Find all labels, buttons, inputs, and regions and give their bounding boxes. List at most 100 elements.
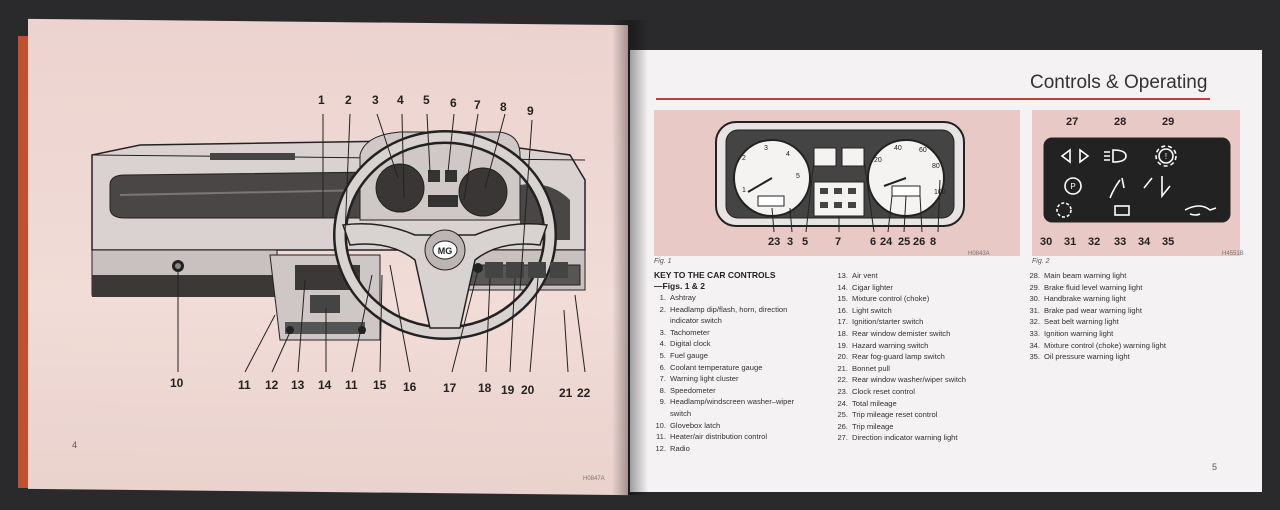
fig1-callout-25: 25 xyxy=(898,236,911,248)
svg-text:5: 5 xyxy=(796,173,800,180)
callout-13: 13 xyxy=(291,378,305,392)
title-rule xyxy=(656,98,1210,100)
fig1-callout-5: 5 xyxy=(802,236,809,248)
svg-text:1: 1 xyxy=(742,187,746,194)
callout-4: 4 xyxy=(397,93,404,107)
key-item: 10.Glovebox latch xyxy=(655,420,721,430)
key-item: 25.Trip mileage reset control xyxy=(837,410,938,420)
fig2-caption: Fig. 2 xyxy=(1032,258,1050,265)
left-figure-code: H0847A xyxy=(583,476,605,482)
key-item: 12.Radio xyxy=(655,443,690,453)
key-item: 5.Fuel gauge xyxy=(659,350,708,360)
callout-15: 15 xyxy=(373,378,387,392)
callout-16: 16 xyxy=(403,380,417,394)
key-item: 2.Headlamp dip/flash, horn, direction xyxy=(659,304,788,314)
key-subtitle: —Figs. 1 & 2 xyxy=(654,281,706,291)
callout-17: 17 xyxy=(443,381,457,395)
left-page-number: 4 xyxy=(72,440,78,450)
fig2-callout-33: 33 xyxy=(1114,236,1127,248)
fig1-callout-8: 8 xyxy=(930,236,937,248)
key-title: KEY TO THE CAR CONTROLS xyxy=(654,270,776,280)
key-item: 7.Warning light cluster xyxy=(659,374,739,384)
svg-text:!: ! xyxy=(1165,152,1167,161)
key-item: 26.Trip mileage xyxy=(837,421,894,431)
callout-19: 19 xyxy=(501,383,515,397)
callout-11a: 11 xyxy=(238,378,251,392)
fig2-callout-34: 34 xyxy=(1138,236,1151,248)
fig2-callout-30: 30 xyxy=(1040,236,1053,248)
key-item: 20.Rear fog-guard lamp switch xyxy=(837,352,945,362)
fig1-caption: Fig. 1 xyxy=(654,258,672,265)
key-item: 6.Coolant temperature gauge xyxy=(659,362,763,372)
callout-7: 7 xyxy=(474,98,481,112)
fig2-callout-31: 31 xyxy=(1064,236,1077,248)
fig1-callout-6: 6 xyxy=(870,236,877,248)
key-item: 16.Light switch xyxy=(837,305,892,315)
warning-lights-illustration: P ! xyxy=(1043,137,1231,223)
key-item: 34.Mixture control (choke) warning light xyxy=(1029,340,1166,350)
callout-21: 21 xyxy=(559,386,573,400)
fig2-callout-28: 28 xyxy=(1114,116,1127,128)
key-item: 17.Ignition/starter switch xyxy=(837,317,924,327)
callout-11b: 11 xyxy=(345,378,358,392)
key-item: 3.Tachometer xyxy=(659,327,710,337)
key-item: 23.Clock reset control xyxy=(837,386,915,396)
callout-6: 6 xyxy=(450,96,457,110)
fig2-callout-35: 35 xyxy=(1162,236,1175,248)
svg-text:60: 60 xyxy=(919,147,927,154)
key-item: 1.Ashtray xyxy=(659,293,696,302)
page-title: Controls & Operating xyxy=(1030,72,1208,93)
key-item: 22.Rear window washer/wiper switch xyxy=(837,375,966,385)
key-item: switch xyxy=(670,408,692,418)
key-heading: KEY TO THE CAR CONTROLS —Figs. 1 & 2 xyxy=(654,270,776,292)
svg-text:40: 40 xyxy=(894,145,902,152)
fig2-callout-27: 27 xyxy=(1066,116,1079,128)
key-item: 29.Brake fluid level warning light xyxy=(1029,282,1143,292)
svg-text:4: 4 xyxy=(786,151,790,158)
key-item: 9.Headlamp/windscreen washer–wiper xyxy=(659,397,795,407)
key-item: 18.Rear window demister switch xyxy=(837,328,951,338)
svg-text:3: 3 xyxy=(764,145,768,152)
key-item: 15.Mixture control (choke) xyxy=(837,294,930,304)
callout-2: 2 xyxy=(345,93,352,107)
key-item: 4.Digital clock xyxy=(659,339,711,349)
key-item: 28.Main beam warning light xyxy=(1029,271,1127,280)
fig2-callout-32: 32 xyxy=(1088,236,1101,248)
key-item: 35.Oil pressure warning light xyxy=(1029,352,1130,362)
fig1-code: H0843A xyxy=(968,251,990,257)
svg-text:20: 20 xyxy=(874,157,882,164)
key-item: 27.Direction indicator warning light xyxy=(837,433,958,443)
dashboard-illustration: MG xyxy=(91,113,586,373)
key-item: 13.Air vent xyxy=(837,271,878,280)
callout-14: 14 xyxy=(318,378,332,392)
key-item: 31.Brake pad wear warning light xyxy=(1029,305,1142,315)
callout-9: 9 xyxy=(527,104,534,118)
svg-text:80: 80 xyxy=(932,163,940,170)
key-column-3: 28.Main beam warning light 29.Brake flui… xyxy=(1026,270,1246,363)
callout-12: 12 xyxy=(265,378,279,392)
callout-1: 1 xyxy=(318,93,325,107)
callout-20: 20 xyxy=(521,383,535,397)
fig1-callout-23: 23 xyxy=(768,236,781,248)
fig1-callout-24: 24 xyxy=(880,236,893,248)
fig1-callout-26: 26 xyxy=(913,236,926,248)
fig1-callout-7: 7 xyxy=(835,236,842,248)
key-item: indicator switch xyxy=(670,316,722,326)
fig2-callout-29: 29 xyxy=(1162,116,1175,128)
svg-text:P: P xyxy=(1070,182,1075,191)
steering-badge: MG xyxy=(438,246,453,256)
fig1-callout-3: 3 xyxy=(787,236,794,248)
key-column-2: 13.Air vent 14.Cigar lighter 15.Mixture … xyxy=(834,270,1024,444)
key-item: 30.Handbrake warning light xyxy=(1029,294,1126,304)
key-item: 8.Speedometer xyxy=(659,385,716,395)
key-item: 19.Hazard warning switch xyxy=(837,340,929,350)
callout-8: 8 xyxy=(500,100,507,114)
callout-22: 22 xyxy=(577,386,591,400)
callout-5: 5 xyxy=(423,93,430,107)
callout-3: 3 xyxy=(372,93,379,107)
book-spine xyxy=(612,20,648,495)
callout-18: 18 xyxy=(478,381,492,395)
key-item: 32.Seat belt warning light xyxy=(1029,317,1119,327)
key-item: 21.Bonnet pull xyxy=(837,363,890,373)
